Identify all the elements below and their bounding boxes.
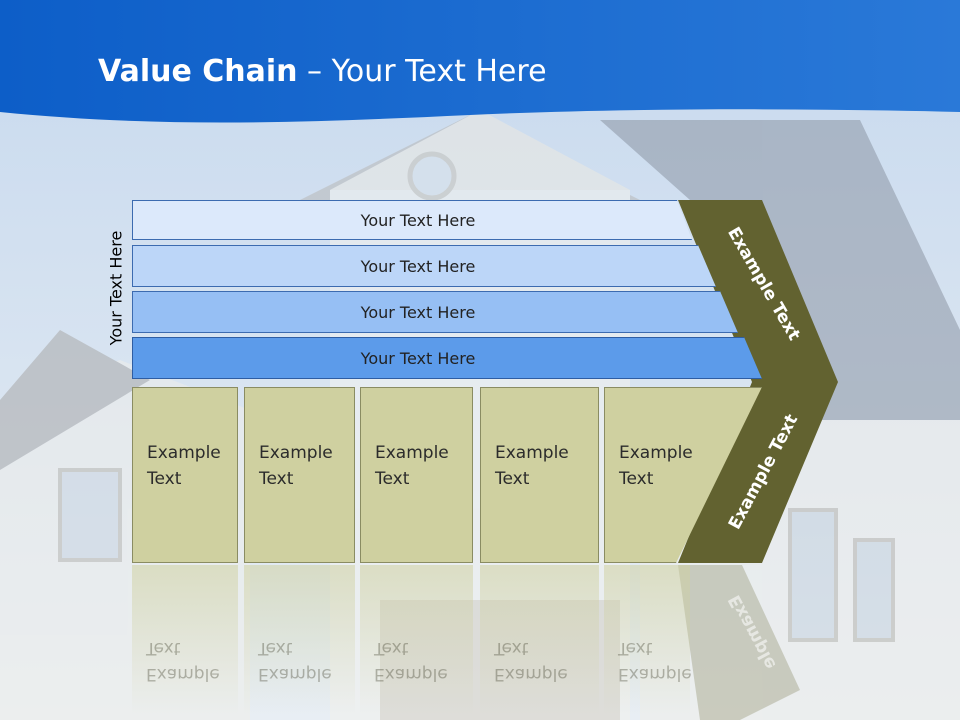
cell-5-reflection-text: Example Text bbox=[618, 638, 692, 684]
cell-2-label: Example Text bbox=[259, 443, 333, 489]
bar-3: Your Text Here bbox=[132, 291, 738, 333]
cell-5-label: Example Text bbox=[619, 443, 693, 489]
cell-4-label: Example Text bbox=[495, 443, 569, 489]
cell-1-label: Example Text bbox=[147, 443, 221, 489]
header-band bbox=[0, 0, 960, 123]
bar-2: Your Text Here bbox=[132, 245, 716, 287]
cell-2-reflection: Example Text bbox=[244, 565, 355, 715]
cell-1: Example Text bbox=[132, 387, 238, 563]
cell-2: Example Text bbox=[244, 387, 355, 563]
cell-3: Example Text bbox=[360, 387, 473, 563]
bar-4-label: Your Text Here bbox=[360, 348, 476, 368]
bar-1-label: Your Text Here bbox=[360, 210, 476, 230]
cell-5-reflection: Example Text bbox=[604, 565, 692, 715]
bar-3-label: Your Text Here bbox=[360, 302, 476, 322]
cell-2-reflection-text: Example Text bbox=[258, 638, 332, 684]
cell-1-reflection: Example Text bbox=[132, 565, 238, 715]
cell-4-reflection: Example Text bbox=[480, 565, 599, 715]
cell-3-reflection: Example Text bbox=[360, 565, 473, 715]
title-bold: Value Chain bbox=[98, 54, 298, 89]
bar-4: Your Text Here bbox=[132, 337, 762, 379]
cell-4-reflection-text: Example Text bbox=[494, 638, 568, 684]
chevron-reflection bbox=[678, 565, 800, 720]
cell-3-reflection-text: Example Text bbox=[374, 638, 448, 684]
title-rest: – Your Text Here bbox=[297, 54, 547, 89]
bar-1: Your Text Here bbox=[132, 200, 692, 240]
side-label: Your Text Here bbox=[106, 230, 126, 346]
bar-2-label: Your Text Here bbox=[360, 256, 476, 276]
slide-title: Value Chain – Your Text Here bbox=[98, 54, 547, 89]
cell-1-reflection-text: Example Text bbox=[146, 638, 220, 684]
cell-3-label: Example Text bbox=[375, 443, 449, 489]
cell-4: Example Text bbox=[480, 387, 599, 563]
